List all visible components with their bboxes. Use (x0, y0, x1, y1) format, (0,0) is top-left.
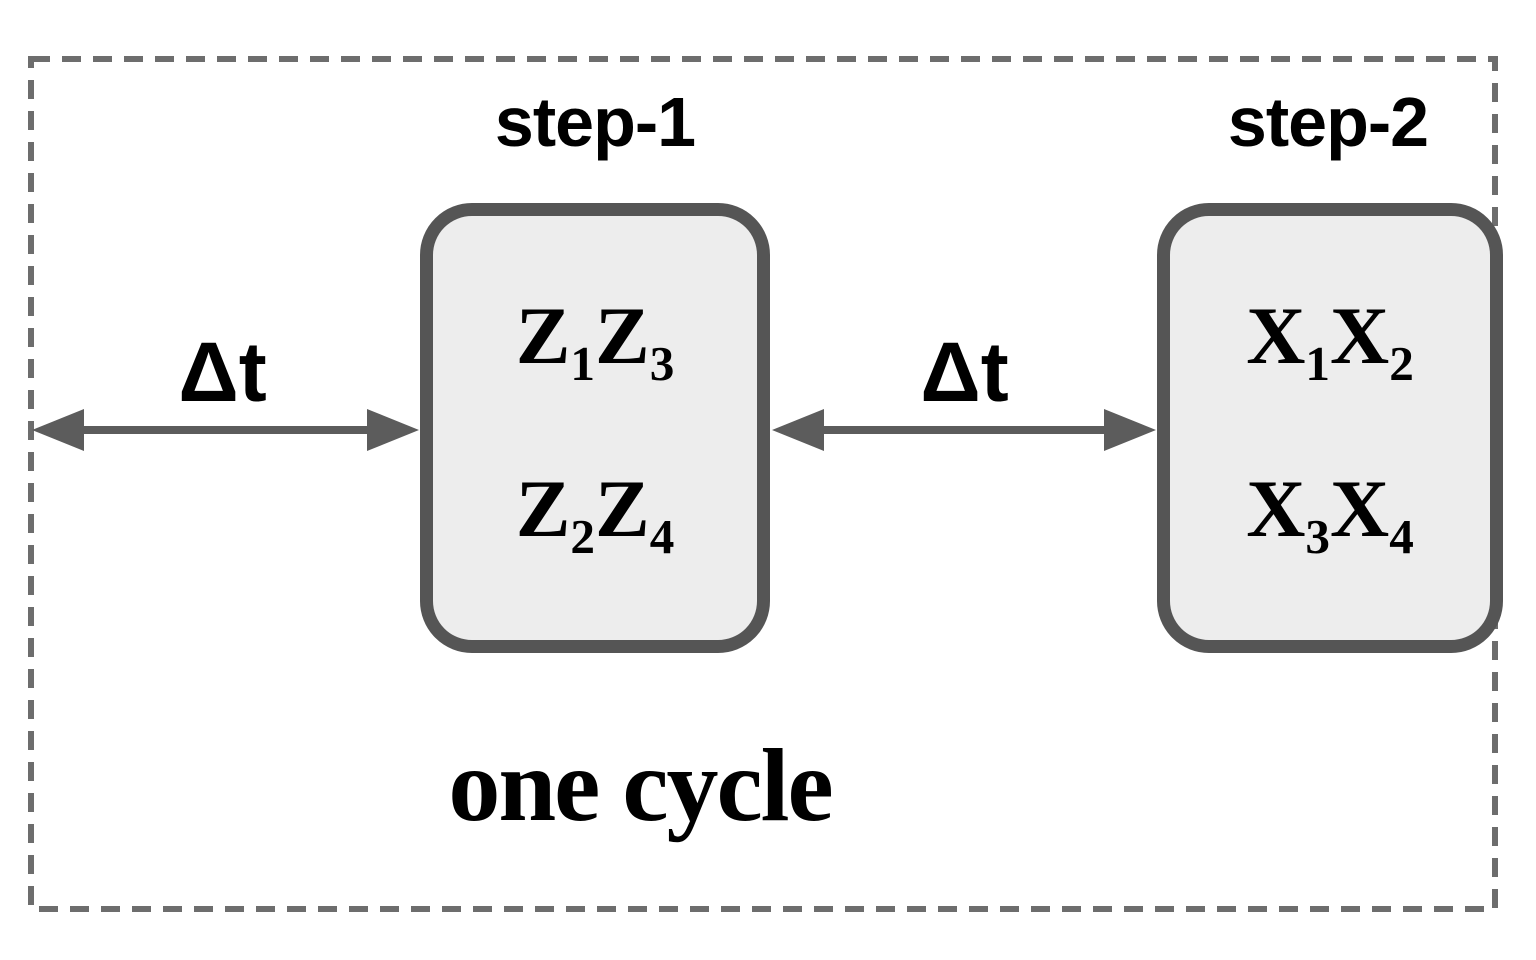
step2-gate-row-bottom: X3X4 (1246, 467, 1414, 564)
delta-t-arrow-left (32, 409, 419, 451)
gate-letter: X (1330, 462, 1390, 554)
gate-subscript: 1 (570, 336, 595, 392)
gate-subscript: 4 (649, 508, 675, 564)
step2-gate-row-top: X1X2 (1246, 295, 1414, 392)
gate-letter: X (1330, 290, 1390, 382)
gate-letter: X (1246, 290, 1306, 382)
gate-letter: Z (515, 290, 571, 382)
gate-subscript: 3 (1305, 508, 1330, 564)
delta-t-arrow-middle (772, 409, 1156, 451)
gate-subscript: 4 (1389, 508, 1414, 564)
gate-letter: Z (595, 290, 650, 382)
gate-letter: Z (595, 462, 650, 554)
step1-box: Z1Z3 Z2Z4 (420, 203, 770, 653)
step1-gate-row-bottom: Z2Z4 (516, 467, 675, 564)
gate-subscript: 2 (570, 508, 595, 564)
gate-letter: Z (515, 462, 571, 554)
gate-letter: X (1246, 462, 1306, 554)
one-cycle-label: one cycle (448, 728, 833, 843)
gate-subscript: 2 (1389, 336, 1414, 392)
step2-box: X1X2 X3X4 (1157, 203, 1503, 653)
step1-gate-row-top: Z1Z3 (516, 295, 675, 392)
delta-t-label-middle: Δt (920, 325, 1009, 419)
gate-subscript: 3 (649, 336, 675, 392)
step2-title: step-2 (1227, 83, 1429, 161)
one-cycle-dashed-border (28, 56, 1498, 912)
gate-subscript: 1 (1305, 336, 1330, 392)
delta-t-label-left: Δt (178, 325, 267, 419)
step1-title: step-1 (494, 83, 696, 161)
